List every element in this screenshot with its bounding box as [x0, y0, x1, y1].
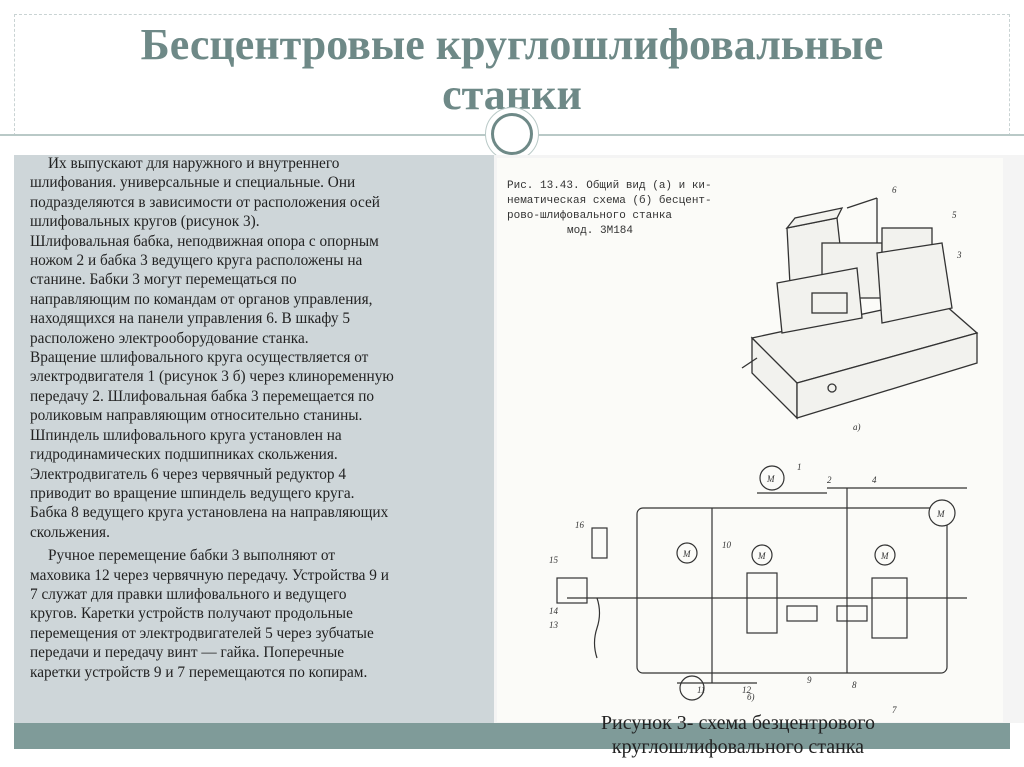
motor-label: М: [766, 474, 775, 484]
figure-caption-line: нематическая схема (б) бесцент-: [507, 194, 712, 207]
motor-label: М: [880, 551, 889, 561]
body-text-line: шлифования. универсальные и специальные.…: [30, 174, 356, 192]
paragraph-1: Их выпускают для наружного и внутреннего…: [30, 154, 485, 542]
title-line-1: Бесцентровые круглошлифовальные: [140, 20, 884, 69]
body-text-line: передачу 2. Шлифовальная бабка 3 перемещ…: [30, 387, 375, 405]
body-text-line: электродвигателя 1 (рисунок 3 б) через к…: [30, 368, 394, 386]
motors: [676, 465, 956, 566]
body-text-line: Их выпускают для наружного и внутреннего: [48, 155, 340, 172]
body-text-line: Вращение шлифовального круга осуществляе…: [30, 349, 369, 367]
motor-label: М: [682, 549, 691, 559]
body-text-line: Электродвигатель 6 через червячный редук…: [30, 465, 346, 483]
body-text-line: 7 служат для правки шлифовального и веду…: [30, 585, 347, 603]
body-text-line: Шпиндель шлифовального круга установлен …: [30, 426, 342, 444]
body-text-line: ножом 2 и бабка 3 ведущего круга располо…: [30, 252, 363, 270]
figure-caption: Рисунок 3- схема безцентрового круглошли…: [548, 711, 928, 759]
body-text-line: маховика 12 через червячную передачу. Ус…: [30, 566, 389, 584]
body-text-line: расположено электрооборудование станка.: [30, 329, 309, 347]
body-text-line: передачи и передачу винт — гайка. Попере…: [30, 644, 345, 662]
part-number: 9: [807, 675, 812, 685]
caption-line-1: Рисунок 3- схема безцентрового: [600, 712, 876, 734]
caption-line-2: круглошлифовального станка: [611, 736, 865, 758]
body-text-line: каретки устройств 9 и 7 перемещаются по …: [30, 663, 368, 681]
body-text-line: перемещения от электродвигателей 5 через…: [30, 624, 374, 642]
part-number: 5: [952, 210, 957, 220]
figure-caption-line: мод. 3М184: [567, 225, 633, 237]
part-number: 1: [797, 462, 802, 472]
footer-band: [14, 723, 1010, 749]
machine-drawing: Рис. 13.43. Общий вид (а) и ки- нематиче…: [507, 179, 979, 715]
part-number: 12: [742, 685, 752, 695]
body-text-line: станине. Бабки 3 могут перемещаться по: [30, 271, 297, 289]
part-number: 11: [697, 685, 705, 695]
body-text-line: шлифовальных кругов (рисунок 3).: [30, 213, 260, 231]
body-text-line: Шлифовальная бабка, неподвижная опора с …: [30, 232, 379, 250]
body-text-line: гидродинамических подшипниках скольжения…: [30, 446, 338, 464]
body-text-line: скольжения.: [30, 523, 110, 541]
part-number: 3: [956, 250, 962, 260]
figure-caption-line: Рис. 13.43. Общий вид (а) и ки-: [507, 179, 712, 192]
body-text-line: находящихся на панели управления 6. В шк…: [30, 310, 350, 328]
part-number: 15: [549, 555, 559, 565]
label-b: б): [747, 692, 755, 702]
machine-general-view: [741, 197, 979, 420]
body-text: Их выпускают для наружного и внутреннего…: [30, 154, 485, 682]
part-number: 13: [549, 620, 559, 630]
label-a: а): [853, 422, 861, 432]
title-frame: [14, 14, 1010, 136]
part-number: 6: [892, 185, 897, 195]
machine-figure: Рис. 13.43. Общий вид (а) и ки- нематиче…: [497, 158, 1003, 722]
body-text-line: Ручное перемещение бабки 3 выполняют от: [48, 547, 336, 565]
part-number: 14: [549, 606, 559, 616]
divider-ornament-ring: [491, 113, 533, 155]
part-number: 10: [722, 540, 732, 550]
body-text-line: Бабка 8 ведущего круга установлена на на…: [30, 504, 389, 522]
text-panel: [14, 155, 494, 723]
part-number: 2: [827, 475, 832, 485]
part-number: 4: [872, 475, 877, 485]
figure-caption-line: рово-шлифовального станка: [507, 209, 672, 222]
part-number: 7: [892, 705, 897, 715]
kinematic-scheme: [556, 487, 967, 701]
body-text-line: направляющим по командам от органов упра…: [30, 290, 373, 308]
part-number: 16: [575, 520, 585, 530]
part-number: 8: [852, 680, 857, 690]
body-text-line: роликовым направляющим относительно стан…: [30, 407, 363, 425]
body-text-line: подразделяются в зависимости от располож…: [30, 193, 380, 211]
motor-label: М: [936, 509, 945, 519]
motor-label: М: [757, 551, 766, 561]
body-text-line: кругов. Каретки устройств получают продо…: [30, 605, 353, 623]
slide-title: Бесцентровые круглошлифовальные станки: [40, 20, 984, 120]
body-text-line: приводит во вращение шпиндель ведущего к…: [30, 484, 355, 502]
